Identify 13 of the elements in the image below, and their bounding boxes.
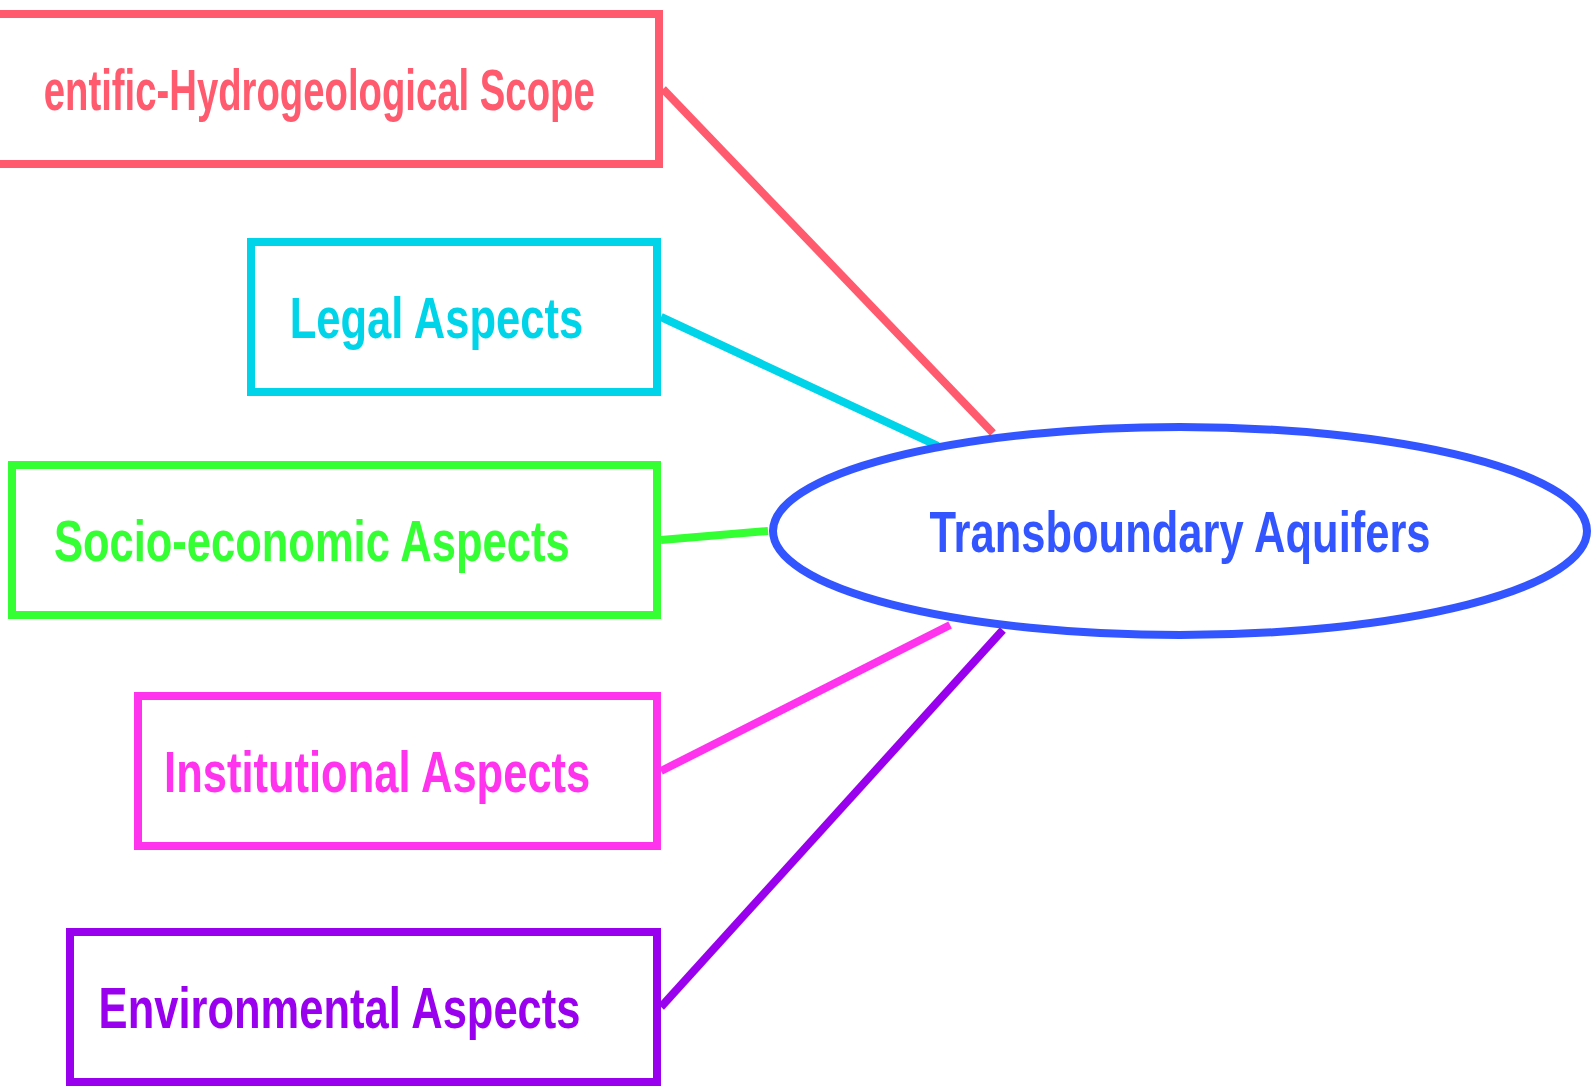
node-label: Legal Aspects (289, 283, 583, 351)
node-label: Environmental Aspects (98, 973, 580, 1041)
node-label: Transboundary Aquifers (929, 497, 1431, 565)
aspect-box (66, 928, 661, 1086)
aspect-box (134, 692, 661, 850)
node-label: Institutional Aspects (163, 737, 590, 805)
aspect-box (247, 238, 661, 396)
aspect-box (0, 10, 663, 168)
aspect-box (8, 461, 661, 619)
node-label: entific-Hydrogeological Scope (44, 55, 595, 123)
topic-ellipse (768, 422, 1592, 640)
node-label: Socio-economic Aspects (54, 506, 570, 574)
connector-line (660, 527, 769, 544)
